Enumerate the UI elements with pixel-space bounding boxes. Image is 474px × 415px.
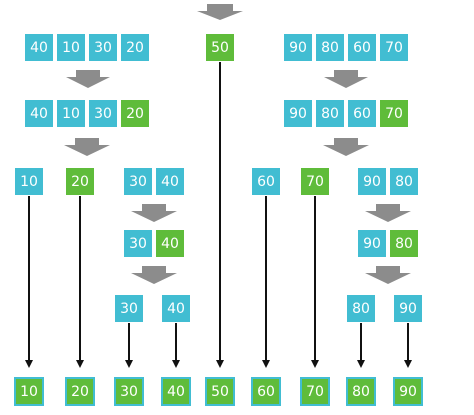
result-box-4: 40	[161, 377, 191, 406]
box-l4-right-1: 90	[357, 229, 387, 258]
box-l4-left-1: 30	[123, 229, 153, 258]
box-left-row2-pivot: 20	[120, 99, 150, 128]
result-box-1: 10	[14, 377, 44, 406]
result-box-6: 60	[251, 377, 281, 406]
box-l3-f-2: 80	[389, 167, 419, 196]
line-60-head	[262, 360, 270, 368]
result-box-8: 80	[346, 377, 376, 406]
box-l3-b-pivot: 20	[65, 167, 95, 196]
right-partition-arrow	[324, 70, 368, 88]
result-box-7: 70	[300, 377, 330, 406]
box-l4-left-pivot: 40	[155, 229, 185, 258]
line-90-head	[404, 360, 412, 368]
box-top-right-4: 70	[379, 33, 409, 62]
result-box-5: 50	[205, 377, 235, 406]
line-20-head	[76, 360, 84, 368]
left-row2-split-arrow	[64, 138, 110, 156]
box-top-right-2: 80	[315, 33, 345, 62]
box-l3-c-2: 40	[155, 167, 185, 196]
box-top-left-3: 30	[88, 33, 118, 62]
box-l5-left-2: 40	[161, 294, 191, 323]
right-l4-arrow	[365, 266, 411, 284]
box-top-pivot: 50	[205, 33, 235, 62]
box-l3-c-1: 30	[123, 167, 153, 196]
left-l4-arrow	[131, 266, 177, 284]
box-l3-d: 60	[251, 167, 281, 196]
left-partition-arrow	[66, 70, 110, 88]
box-left-row2-1: 40	[24, 99, 54, 128]
box-l5-left-1: 30	[114, 294, 144, 323]
box-top-left-4: 20	[120, 33, 150, 62]
top-entry-arrow	[197, 4, 243, 20]
box-top-right-1: 90	[283, 33, 313, 62]
box-l3-e-pivot: 70	[300, 167, 330, 196]
right-row2-split-arrow	[323, 138, 369, 156]
line-80-head	[357, 360, 365, 368]
line-50-head	[216, 360, 224, 368]
box-top-right-3: 60	[347, 33, 377, 62]
line-30-head	[125, 360, 133, 368]
box-top-left-2: 10	[56, 33, 86, 62]
result-box-9: 90	[393, 377, 423, 406]
result-box-2: 20	[65, 377, 95, 406]
right-l3-arrow	[365, 204, 411, 222]
box-l5-right-2: 90	[393, 294, 423, 323]
box-l3-a: 10	[14, 167, 44, 196]
result-box-3: 30	[114, 377, 144, 406]
box-l4-right-pivot: 80	[389, 229, 419, 258]
box-right-row2-pivot: 70	[379, 99, 409, 128]
left-l3-arrow	[131, 204, 177, 222]
box-left-row2-2: 10	[56, 99, 86, 128]
box-right-row2-2: 80	[315, 99, 345, 128]
box-l5-right-1: 80	[346, 294, 376, 323]
box-top-left-1: 40	[24, 33, 54, 62]
box-right-row2-1: 90	[283, 99, 313, 128]
line-10-head	[25, 360, 33, 368]
line-40-head	[172, 360, 180, 368]
box-left-row2-3: 30	[88, 99, 118, 128]
line-70-head	[311, 360, 319, 368]
box-right-row2-3: 60	[347, 99, 377, 128]
box-l3-f-1: 90	[357, 167, 387, 196]
